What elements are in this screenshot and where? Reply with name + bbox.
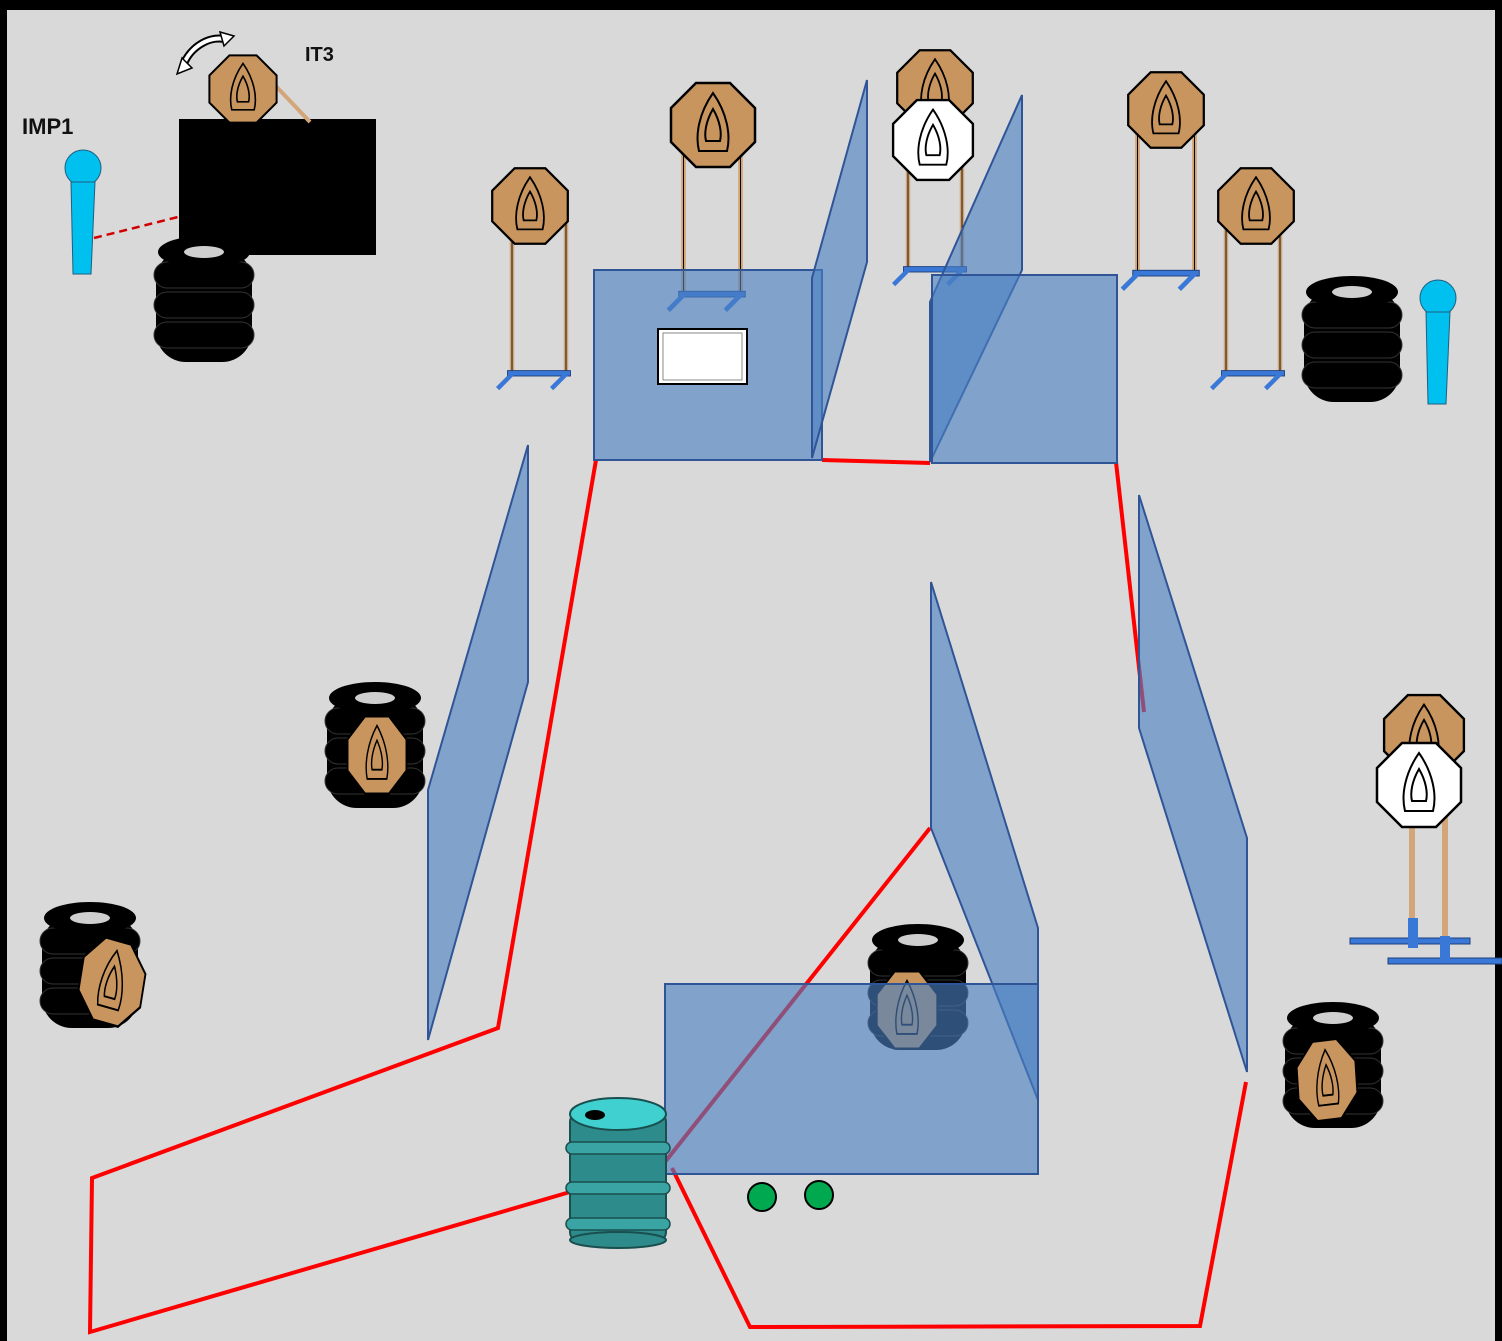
hard-cover-wall <box>179 119 376 255</box>
rotate-arrow-icon <box>175 30 236 76</box>
swinger-arm <box>270 80 312 124</box>
wall-panel <box>931 274 1118 464</box>
wall-panel <box>1138 494 1248 1073</box>
shoot-target <box>669 81 757 169</box>
target-stand <box>1349 800 1502 965</box>
fault-line <box>670 1081 1248 1330</box>
tire-stack <box>153 235 255 363</box>
shoot-target <box>346 715 408 795</box>
wall-panel <box>664 983 1039 1175</box>
wall-panel <box>427 444 529 1041</box>
label-it3: IT3 <box>305 44 334 66</box>
barrel <box>565 1097 671 1249</box>
shoot-target <box>1217 167 1295 245</box>
tire-stack <box>1301 275 1403 403</box>
shoot-target <box>1127 71 1205 149</box>
fault-line <box>821 458 931 465</box>
start-position-marker <box>804 1180 834 1210</box>
no-shoot-target <box>1375 741 1463 829</box>
start-position-marker <box>747 1182 777 1212</box>
no-shoot-target <box>891 98 975 182</box>
swinging-target <box>208 54 278 124</box>
activation-line <box>93 214 183 240</box>
fault-line <box>87 459 598 1335</box>
shoot-target <box>491 167 569 245</box>
label-imp1: IMP1 <box>22 114 73 139</box>
window-prop <box>657 328 748 385</box>
wall-panel <box>811 79 868 459</box>
